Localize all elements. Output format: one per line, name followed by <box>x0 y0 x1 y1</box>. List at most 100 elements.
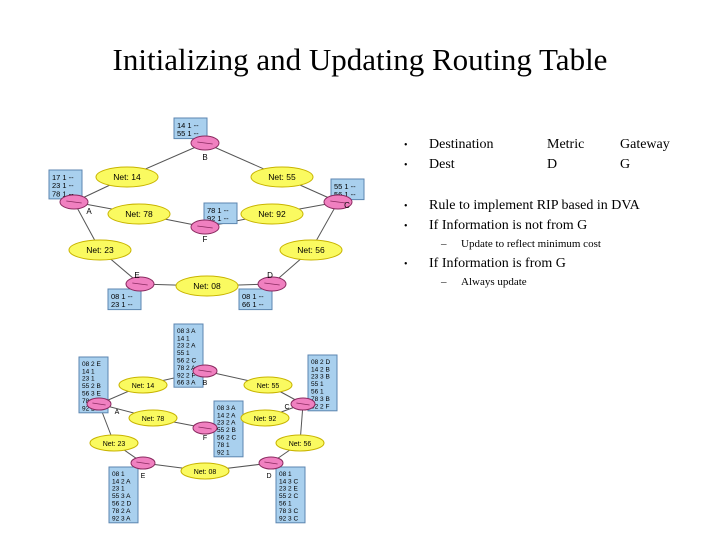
routing-table-b <box>173 323 204 388</box>
table-row: 14 2 A <box>217 412 236 419</box>
network-label: Net: 14 <box>113 172 141 182</box>
table-row: 08 1 -- <box>242 292 264 301</box>
network-label: Net: 55 <box>257 383 280 390</box>
table-row: 66 3 A <box>177 380 196 387</box>
network-cloud <box>279 239 343 261</box>
header-gateway: Gateway <box>620 137 670 152</box>
router-label: D <box>266 473 271 480</box>
network-cloud <box>275 434 325 452</box>
network-label: Net: 55 <box>268 172 296 182</box>
table-row: 14 1 -- <box>177 121 199 130</box>
table-row: 08 3 A <box>177 328 196 335</box>
network-cloud <box>118 376 168 394</box>
bullet-marker: • <box>404 201 408 212</box>
table-row: 55 2 B <box>217 427 236 434</box>
routing-table-f <box>203 202 238 225</box>
table-row: 08 1 <box>112 471 125 478</box>
routing-table-d <box>275 466 306 524</box>
network-cloud <box>240 409 290 427</box>
bullet-marker: • <box>404 140 408 151</box>
router-mark <box>66 200 82 204</box>
sub-bullet-dash: – <box>441 238 447 250</box>
rule-not-from-g: If Information is not from G <box>429 218 588 233</box>
table-row: 08 3 A <box>217 405 236 412</box>
rule-rip-dva: Rule to implement RIP based in DVA <box>429 198 640 213</box>
network-cloud <box>128 409 178 427</box>
rule-from-g: If Information is from G <box>429 256 566 271</box>
table-row: 55 2 C <box>279 493 298 500</box>
router-label: B <box>203 380 208 387</box>
bullet-marker: • <box>404 221 408 232</box>
table-row: 55 1 <box>177 350 190 357</box>
router-mark <box>197 225 213 229</box>
network-label: Net: 92 <box>254 416 277 423</box>
table-row: 14 2 A <box>112 478 131 485</box>
bullet-marker: • <box>404 259 408 270</box>
table-row: 55 1 <box>311 381 324 388</box>
router-mark <box>198 369 212 373</box>
network-label: Net: 08 <box>194 469 217 476</box>
routing-table-b <box>173 117 208 140</box>
routing-table-d <box>238 288 273 311</box>
router-label: D <box>267 271 273 280</box>
router-label: A <box>115 409 120 416</box>
table-row: 55 3 A <box>112 493 131 500</box>
network-label: Net: 14 <box>132 383 155 390</box>
table-row: 08 1 -- <box>111 292 133 301</box>
table-row: 78 2 A <box>112 508 131 515</box>
table-row: 14 1 <box>82 368 95 375</box>
router-mark <box>198 426 212 430</box>
sub-bullet-dash: – <box>441 276 447 288</box>
network-cloud <box>180 462 230 480</box>
top-network-diagram: 14 1 --55 1 --17 1 --23 1 --78 1 --55 1 … <box>48 117 365 311</box>
routing-table-e <box>108 466 139 524</box>
table-row: 92 1 <box>217 449 230 456</box>
network-cloud <box>250 166 314 188</box>
router-label: B <box>202 153 207 162</box>
table-row: 14 2 B <box>311 366 330 373</box>
network-label: Net: 92 <box>258 209 286 219</box>
bottom-network-diagram: 08 3 A14 123 2 A55 156 2 C78 2 A92 2 F66… <box>78 323 338 524</box>
router-label: C <box>284 404 289 411</box>
network-cloud <box>240 203 304 225</box>
table-row: 78 3 B <box>311 396 330 403</box>
table-row: 92 3 C <box>279 515 298 522</box>
router-label: E <box>134 271 139 280</box>
table-row: 08 2 E <box>82 361 101 368</box>
network-cloud <box>89 434 139 452</box>
table-row: 56 1 <box>311 389 324 396</box>
table-row: 14 1 <box>177 335 190 342</box>
table-row: 17 1 -- <box>52 173 74 182</box>
bullet-marker: • <box>404 160 408 171</box>
table-row: 55 1 -- <box>177 129 199 138</box>
router-label: F <box>203 435 207 442</box>
network-label: Net: 23 <box>103 441 126 448</box>
network-label: Net: 56 <box>289 441 312 448</box>
network-label: Net: 78 <box>142 416 165 423</box>
table-row: 08 1 <box>279 471 292 478</box>
table-row: 23 2 E <box>279 486 298 493</box>
table-row: 23 3 B <box>311 374 330 381</box>
network-cloud <box>107 203 171 225</box>
network-label: Net: 08 <box>193 281 221 291</box>
table-row: 56 2 C <box>217 435 236 442</box>
table-row: 66 1 -- <box>242 300 264 309</box>
router-mark <box>132 282 148 286</box>
router-mark <box>296 402 310 406</box>
network-cloud <box>68 239 132 261</box>
table-row: 23 2 A <box>217 420 236 427</box>
table-row: 55 2 B <box>82 383 101 390</box>
header-metric: Metric <box>547 137 585 152</box>
network-cloud <box>243 376 293 394</box>
table-row: 56 3 E <box>82 391 101 398</box>
table-row: 08 2 D <box>311 359 330 366</box>
network-label: Net: 78 <box>125 209 153 219</box>
table-row: 23 1 -- <box>111 300 133 309</box>
table-row: 56 2 D <box>112 501 131 508</box>
table-row: 56 2 C <box>177 358 196 365</box>
table-row: 78 2 A <box>177 365 196 372</box>
router-mark <box>136 461 150 465</box>
router-label: A <box>86 207 92 216</box>
slide-title: Initializing and Updating Routing Table <box>112 42 608 77</box>
